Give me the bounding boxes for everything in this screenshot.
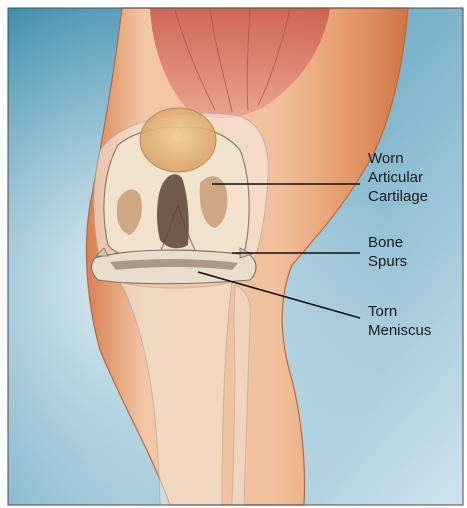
patella: [140, 108, 216, 172]
label-bone-spurs: Bone Spurs: [368, 233, 407, 271]
label-worn-articular-cartilage: Worn Articular Cartilage: [368, 149, 428, 206]
label-torn-meniscus: Torn Meniscus: [368, 302, 431, 340]
